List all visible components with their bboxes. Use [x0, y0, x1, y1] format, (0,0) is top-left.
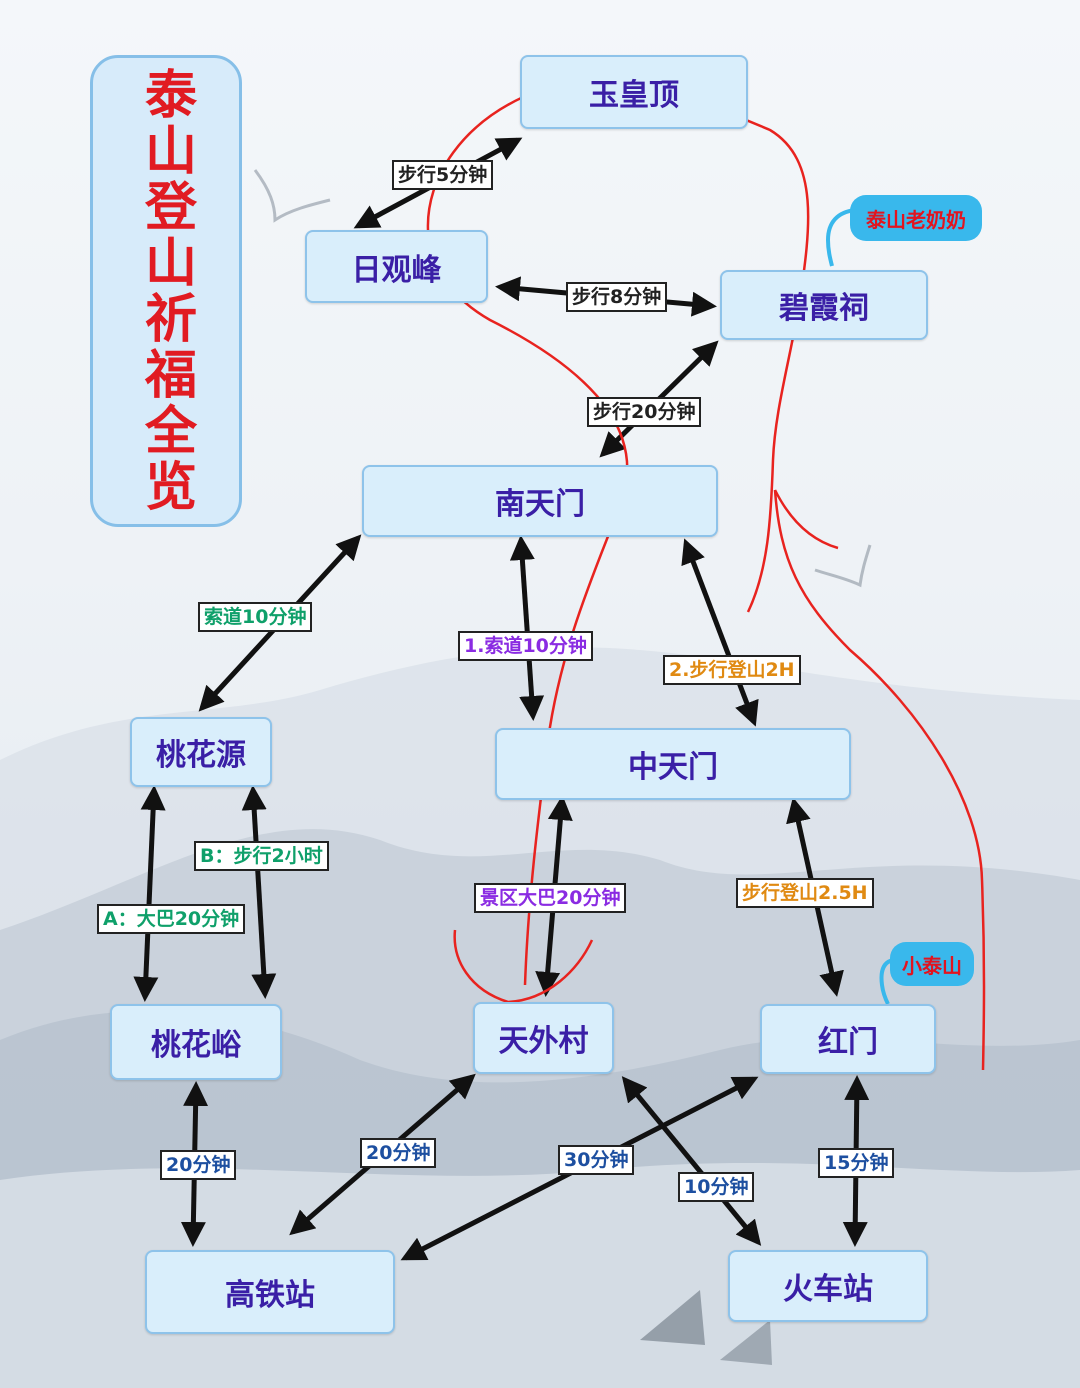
label-gaotie-hongmen: 30分钟 — [558, 1145, 635, 1175]
label-zhongtian-tianwai: 景区大巴20分钟 — [474, 883, 627, 913]
node-taohuayuan[interactable]: 桃花源 — [130, 717, 272, 787]
node-riguanfeng[interactable]: 日观峰 — [305, 230, 488, 303]
node-taohuayu[interactable]: 桃花峪 — [110, 1004, 282, 1080]
edge-nantian-zhongtian-1 — [509, 535, 545, 721]
label-taohuayuan-bus: A：大巴20分钟 — [97, 904, 246, 934]
bubble-xiaotaishan: 小泰山 — [890, 942, 974, 986]
label-hongmen-huoche: 15分钟 — [818, 1148, 895, 1178]
edge-taohuayuan-taohuayu-b — [241, 785, 277, 999]
label-zhongtian-hongmen: 步行登山2.5H — [736, 878, 874, 908]
bubble-laonainai: 泰山老奶奶 — [850, 195, 982, 241]
label-taohuayuan-walk: B：步行2小时 — [194, 841, 329, 871]
edge-taohuayuan-taohuayu-a — [133, 785, 166, 1002]
node-nantianmen[interactable]: 南天门 — [362, 465, 718, 537]
label-nantian-zhongtian-1: 1.索道10分钟 — [458, 631, 593, 661]
label-gaotie-tianwai: 20分钟 — [360, 1138, 437, 1168]
node-gaotiezhan[interactable]: 高铁站 — [145, 1250, 395, 1334]
node-tianwaicun[interactable]: 天外村 — [473, 1002, 614, 1074]
node-huochezhan[interactable]: 火车站 — [728, 1250, 928, 1322]
edge-nantian-zhongtian-2 — [681, 538, 759, 727]
label-nantian-zhongtian-2: 2.步行登山2H — [663, 655, 801, 685]
node-zhongtianmen[interactable]: 中天门 — [495, 728, 851, 800]
page-title: 泰山登山祈福全览 — [135, 67, 196, 515]
label-nantian-taohuayuan: 索道10分钟 — [198, 602, 313, 632]
label-tianwai-huoche: 10分钟 — [678, 1172, 755, 1202]
node-yuhuangding[interactable]: 玉皇顶 — [520, 55, 748, 129]
label-riguan-yuhuang: 步行5分钟 — [392, 160, 494, 190]
label-taohuayu-gaotie: 20分钟 — [160, 1150, 237, 1180]
label-bixia-nantian: 步行20分钟 — [587, 397, 702, 427]
node-hongmen[interactable]: 红门 — [760, 1004, 936, 1074]
label-riguan-bixia: 步行8分钟 — [566, 282, 668, 312]
title-panel: 泰山登山祈福全览 — [90, 55, 242, 527]
edge-tianwai-huoche — [621, 1076, 762, 1246]
node-bixiaci[interactable]: 碧霞祠 — [720, 270, 928, 340]
